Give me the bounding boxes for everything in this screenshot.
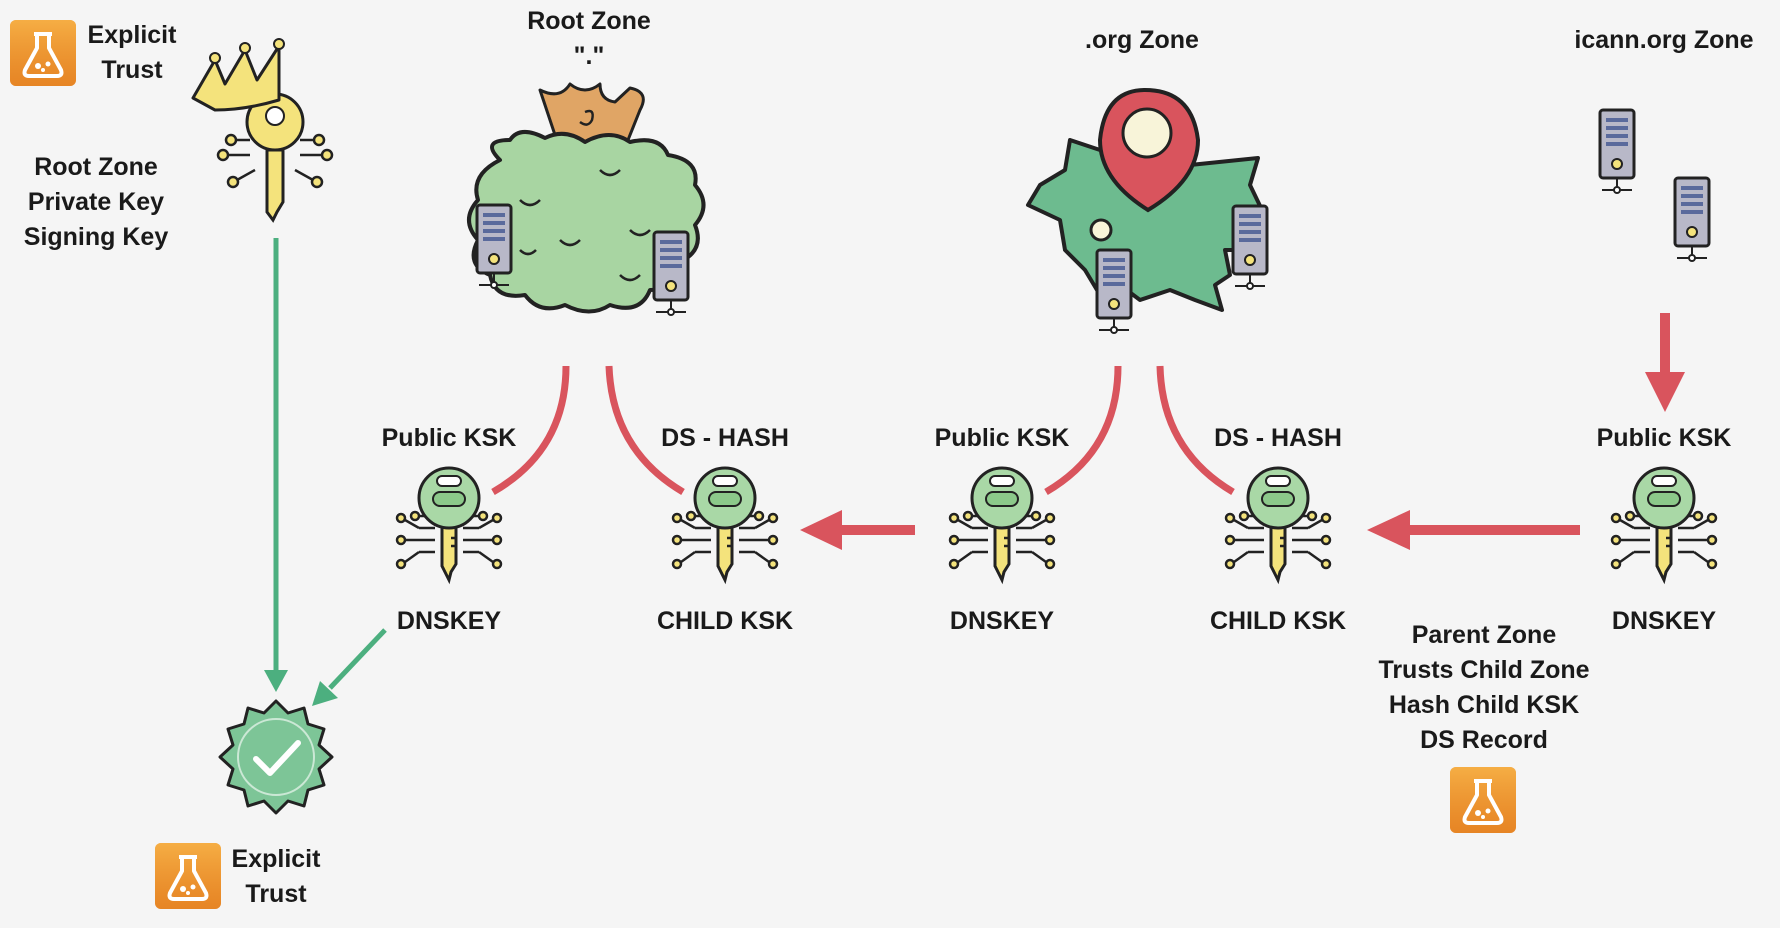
label-line: Trusts Child Zone [1378,656,1590,684]
label-line: Signing Key [23,223,169,251]
key-icon [948,466,1056,582]
key-icon [1224,466,1332,582]
aws-lab-icon [8,18,78,88]
key-bottom-label: DNSKEY [396,607,502,635]
chain-arrow [800,313,1685,550]
label-line: Explicit [87,21,177,49]
key-top-label: Public KSK [1596,424,1732,452]
zone-key-arcs [491,365,1235,496]
key-top-label: DS - HASH [1214,424,1342,452]
label-line: Parent Zone [1411,621,1557,649]
label-line: Explicit [231,845,321,873]
server-icon [1598,108,1711,263]
label-line: Trust [245,880,307,908]
key-icon [395,466,503,582]
key-top-label: DS - HASH [661,424,789,452]
key-icon [671,466,779,582]
label-line: Private Key [27,188,165,216]
key-bottom-label: DNSKEY [1611,607,1717,635]
map-pin-icon [1026,87,1269,335]
crown-key-icon [191,38,334,223]
label-line: DS Record [1420,726,1548,754]
parent-trust-note: Parent Zone Trusts Child Zone Hash Child… [1378,618,1589,758]
key-top-label: Public KSK [934,424,1070,452]
top-explicit-trust-label: Explicit Trust [88,18,177,88]
org-zone-title: .org Zone [1085,26,1199,54]
label-line: Root Zone [34,153,158,181]
key-top-label: Public KSK [381,424,517,452]
aws-lab-icon [1448,765,1518,835]
label-line: Hash Child KSK [1388,691,1580,719]
root-zone-title: Root Zone "." [527,4,651,74]
zone-subtitle: "." [573,42,605,70]
key-icon [1610,466,1718,582]
tree-icon [467,82,706,317]
key-bottom-label: CHILD KSK [1209,607,1347,635]
verified-check-icon [218,699,334,815]
aws-lab-icon [153,841,223,911]
label-line: Trust [101,56,163,84]
zone-title: Root Zone [527,7,651,35]
bottom-explicit-trust-label: Explicit Trust [232,842,321,912]
icann-zone-title: icann.org Zone [1574,26,1754,54]
trust-arrow [264,238,387,706]
key-bottom-label: DNSKEY [949,607,1055,635]
key-bottom-label: CHILD KSK [656,607,794,635]
root-private-key-label: Root Zone Private Key Signing Key [24,150,168,255]
